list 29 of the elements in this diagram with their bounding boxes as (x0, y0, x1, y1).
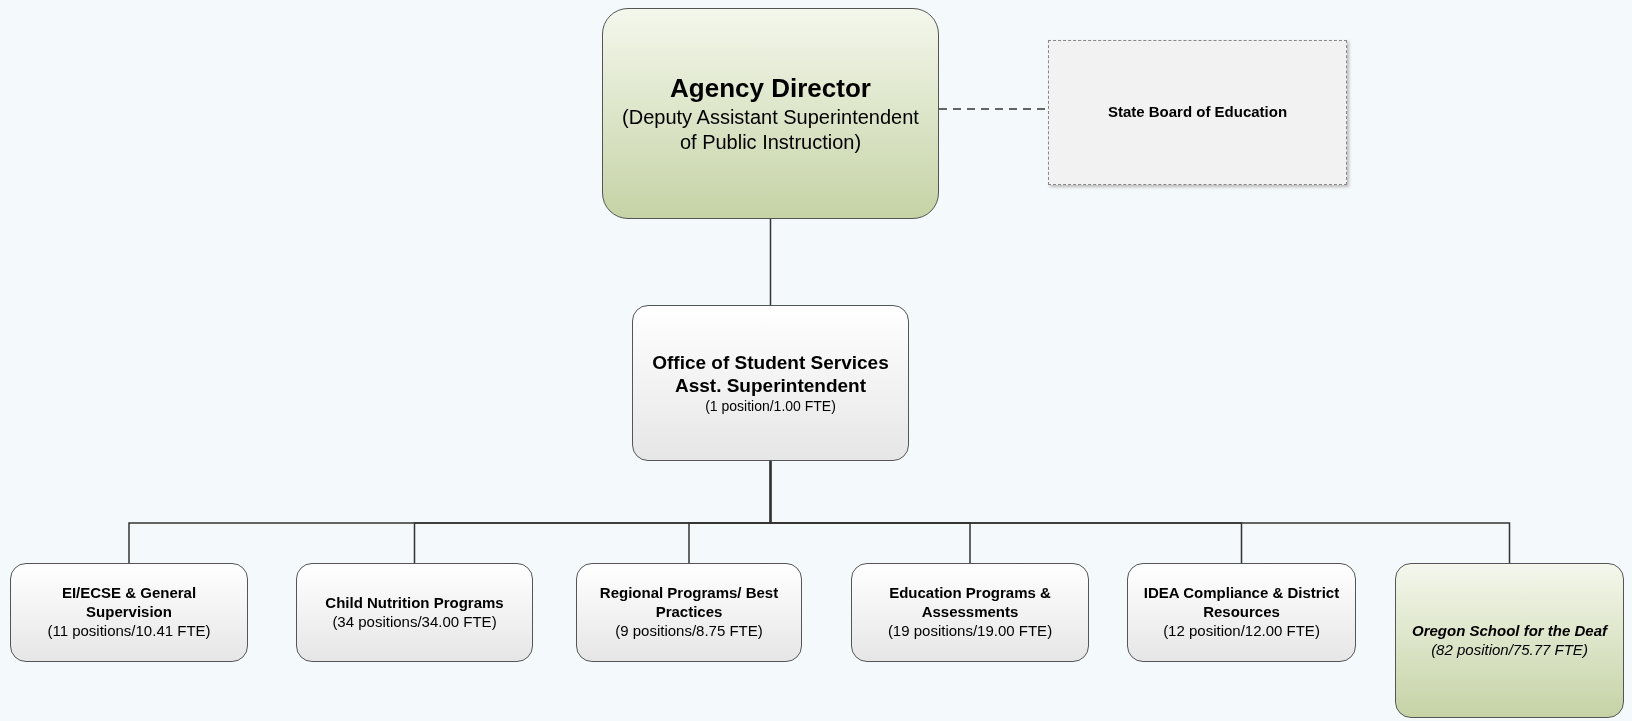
connector-line (769, 460, 1511, 564)
title-text: Child Nutrition Programs (325, 593, 504, 613)
position-count: (82 position/75.77 FTE) (1431, 640, 1588, 660)
title-text: Education Programs & Assessments (888, 584, 1052, 622)
title-text: Agency Director (670, 72, 871, 105)
org-box (1395, 563, 1624, 718)
position-count: (34 positions/34.00 FTE) (332, 612, 497, 632)
org-box (1127, 563, 1356, 662)
position-count: (9 positions/8.75 FTE) (615, 621, 763, 641)
title-text: State Board of Education (1107, 103, 1288, 122)
org-box (602, 8, 939, 219)
title-text: Regional Programs/ Best Practices (598, 584, 780, 622)
role-text: Asst. Superintendent (674, 374, 867, 398)
position-count: (1 position/1.00 FTE) (705, 398, 836, 416)
position-count: (11 positions/10.41 FTE) (47, 621, 211, 641)
org-box (10, 563, 248, 662)
title-text: Office of Student Services (652, 350, 889, 375)
org-box (1048, 40, 1347, 185)
title-text: Oregon School for the Deaf (1412, 621, 1607, 641)
org-box (296, 563, 533, 662)
org-box (632, 305, 909, 461)
title-text: IDEA Compliance & District Resources (1142, 584, 1341, 622)
position-count: (12 position/12.00 FTE) (1163, 621, 1320, 641)
subtitle-text: (Deputy Assistant Superintendent of Public Instruction) (621, 104, 920, 155)
connector-line (769, 218, 772, 306)
org-box (851, 563, 1089, 662)
org-box (576, 563, 802, 662)
position-count: (19 positions/19.00 FTE) (887, 621, 1053, 641)
title-text: EI/ECSE & General Supervision (60, 584, 198, 622)
